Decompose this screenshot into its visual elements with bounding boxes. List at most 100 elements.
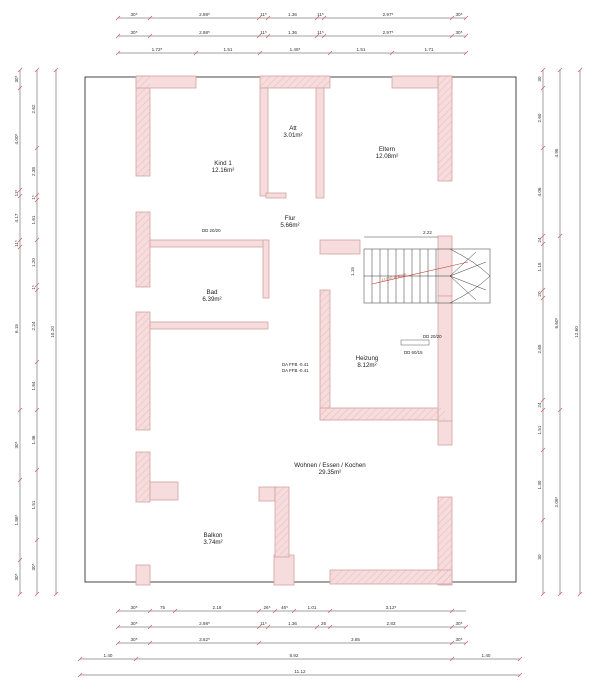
dim-tick [557,591,563,597]
dim-label: 2.98⁵ [199,621,210,626]
dim-label: 30⁵ [130,12,137,17]
dim-tick [115,50,121,56]
dim-tick [17,477,23,483]
dim-tick [577,67,583,73]
heizung-name: Heizung [356,355,379,362]
dim-tick [577,591,583,597]
dim-tick [17,591,23,597]
dim-tick [17,67,23,73]
dim-tick [172,608,178,614]
dim-label: 1.15 [537,262,542,271]
dim-label: 11.12 [294,669,306,674]
dim-label: 30⁵ [130,621,137,626]
wall-hatching [136,76,452,585]
dim-label: 11⁵ [14,240,19,247]
dim-label: 1.46 [31,435,36,444]
wohnen-area: 29.35m² [319,469,342,476]
dim-label: 30⁵ [455,621,462,626]
dim-label: 11⁵ [260,30,267,35]
annotations: DD 20/20 DD 20/20 DD 60/15 DA FFB -0.41 … [202,228,442,373]
dim-tick [449,33,455,39]
dim-tick [147,624,153,630]
dim-tick [314,33,320,39]
dim-tick [517,672,523,678]
dim-label: 1.46⁵ [290,47,301,52]
dim-tick [540,397,546,403]
dim-tick [256,33,262,39]
dim-tick [265,624,271,630]
room-labels: Kind 1 12.16m² Att 3.01m² Eltern 12.08m²… [202,125,398,546]
dim-label: 1.01 [308,605,317,610]
dim-tick [557,67,563,73]
dim-label: 11⁵ [260,621,267,626]
dim-label: 2.18 [213,605,222,610]
dim-tick [115,640,121,646]
dim-tick [17,193,23,199]
dim-label: 2.24 [31,321,36,330]
flur-name: Flur [285,215,296,222]
dim-tick [34,537,40,543]
dim-label: 4.17 [14,213,19,222]
dim-label: 1.51 [224,47,233,52]
dim-tick [321,15,327,21]
eltern-name: Eltern [379,146,396,153]
dim-label: 20 [537,291,542,297]
dim-tick [449,608,455,614]
dim-tick [540,447,546,453]
dim-label: 1⁵ [31,195,36,200]
dim-label: 2.60 [537,113,542,122]
dim-tick [34,467,40,473]
walls [135,75,453,586]
dim-label: 26 [321,621,327,626]
dim-label: 11⁵ [14,190,19,197]
dim-label: 2.98⁵ [199,30,210,35]
dim-label: 1.51 [31,500,36,509]
dim-tick [17,557,23,563]
right-col3: 12.60 [574,67,583,597]
dim-tick [147,640,153,646]
dim-tick [321,33,327,39]
dim-label: 2.65 [537,344,542,353]
bad-area: 6.39m² [202,296,221,303]
dim-label: 6.60⁵ [554,317,559,328]
dim-label: 1.40 [104,653,113,658]
dim-tick [272,608,278,614]
dim-label: 4.06 [537,187,542,196]
dim-label: 30⁵ [455,637,462,642]
stair-width-label: 2.22 [423,230,432,235]
dim-label: 8.92 [290,653,299,658]
dim-tick [133,656,139,662]
dim-label: 30 [537,76,542,82]
dim-tick [17,237,23,243]
dim-tick [540,145,546,151]
dd-heizung-note-1: DD 20/20 [423,334,442,339]
dim-label: 11⁵ [317,12,324,17]
dim-label: 2.97⁵ [383,12,394,17]
dim-tick [540,517,546,523]
dim-tick [540,407,546,413]
dim-label: 1.36 [288,621,297,626]
dim-tick [314,624,320,630]
dim-tick [540,85,546,91]
dim-label: 1.51 [537,425,542,434]
dim-tick [34,287,40,293]
bad-name: Bad [206,289,218,296]
dim-tick [34,237,40,243]
dim-tick [256,624,262,630]
dim-tick [449,640,455,646]
dim-tick [256,15,262,21]
center-note-2: DA FFB -0.41 [282,368,309,373]
dim-tick [53,591,59,597]
dim-label: 1.51 [357,47,366,52]
dim-label: 2.97⁵ [383,30,394,35]
dim-tick [540,241,546,247]
dim-tick [115,608,121,614]
dim-tick [17,244,23,250]
dim-label: 4.00⁵ [14,133,19,144]
dim-tick [517,656,523,662]
